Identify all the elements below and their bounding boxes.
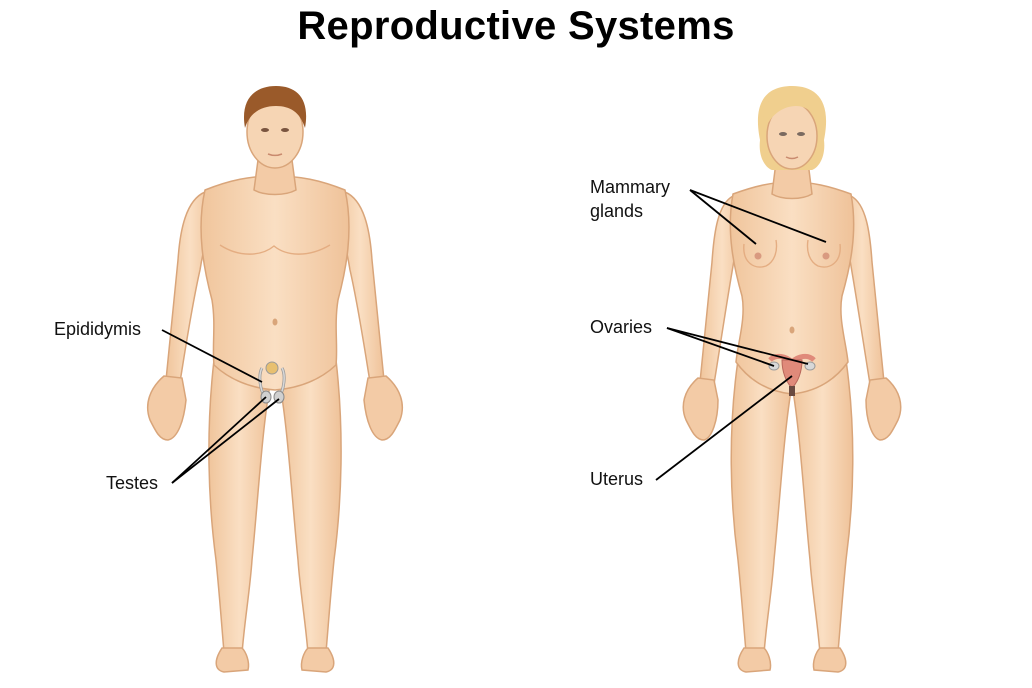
- leader-ovaries-1: [666, 327, 775, 367]
- female-right-eye: [797, 132, 805, 136]
- male-chest-contour: [219, 244, 331, 255]
- female-figure: [655, 86, 902, 673]
- leader-uterus: [655, 375, 793, 481]
- female-right-hand: [865, 377, 902, 441]
- male-right-eye: [281, 128, 289, 132]
- cervix: [789, 386, 795, 396]
- male-mouth: [267, 153, 283, 157]
- female-right-leg: [791, 358, 854, 655]
- male-left-hand: [146, 375, 187, 441]
- male-torso: [200, 175, 350, 391]
- leader-mammary-1: [689, 189, 757, 245]
- female-left-leg: [730, 358, 793, 655]
- leader-testes-2: [171, 398, 280, 484]
- male-right-hand: [363, 375, 404, 441]
- male-right-leg: [279, 358, 342, 655]
- female-left-hand: [682, 377, 719, 441]
- male-navel: [272, 318, 278, 326]
- label-mammary-line1: Mammary: [590, 177, 670, 197]
- female-left-foot: [737, 647, 772, 673]
- leader-mammary-2: [689, 189, 827, 243]
- male-right-foot: [300, 647, 335, 673]
- page-title: Reproductive Systems: [297, 4, 735, 48]
- female-navel: [789, 326, 795, 334]
- female-mouth: [785, 156, 799, 160]
- female-right-nipple: [822, 252, 830, 260]
- female-right-foot: [812, 647, 847, 673]
- leader-epididymis: [161, 329, 263, 383]
- male-neck: [253, 159, 297, 196]
- label-uterus: Uterus: [590, 469, 644, 489]
- leader-ovaries-2: [666, 327, 809, 365]
- male-hair: [243, 86, 307, 128]
- male-left-eye: [261, 128, 269, 132]
- female-neck: [771, 161, 813, 200]
- female-left-breast: [743, 239, 778, 268]
- female-left-nipple: [754, 252, 762, 260]
- male-left-foot: [215, 647, 250, 673]
- label-mammary-line2: glands: [590, 201, 644, 221]
- label-ovaries: Ovaries: [590, 317, 653, 337]
- leader-testes-1: [171, 396, 267, 484]
- female-right-breast: [806, 239, 841, 268]
- female-torso: [729, 181, 855, 395]
- female-left-eye: [779, 132, 787, 136]
- label-epididymis: Epididymis: [54, 319, 142, 339]
- male-left-leg: [208, 358, 271, 655]
- label-testes: Testes: [106, 473, 159, 493]
- female-hair-front: [763, 90, 823, 132]
- male-figure: [146, 86, 404, 673]
